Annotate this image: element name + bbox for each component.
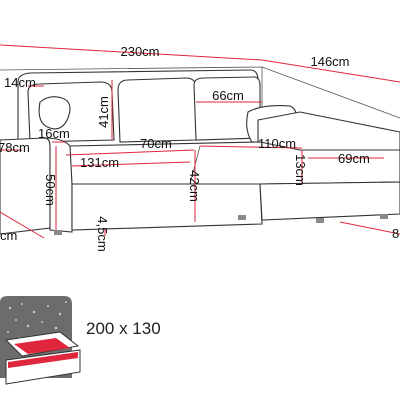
label-depth-bottom-right: 8 (392, 226, 399, 241)
dimension-lines (0, 44, 400, 239)
label-total-width: 230cm (120, 44, 159, 59)
label-depth-left: 78cm (0, 140, 30, 155)
label-seat-height: 42cm (187, 170, 202, 202)
label-seat-depth: 70cm (140, 136, 172, 151)
label-seat-cushion-thickness: 13cm (293, 154, 308, 186)
label-armrest-height: 16cm (38, 126, 70, 141)
label-depth-bottom-left: cm (0, 228, 17, 243)
back-cushion-right (193, 76, 261, 141)
pillow-left (38, 96, 71, 130)
leg (54, 230, 62, 235)
label-seat-width: 131cm (80, 155, 119, 170)
bed-size-label: 200 x 130 (86, 319, 161, 338)
label-armrest-width: 14cm (4, 75, 36, 90)
leg (238, 215, 246, 220)
dimension-labels: 230cm 146cm 14cm 41cm 66cm 16cm 78cm 70c… (0, 44, 399, 252)
sofa-outline (0, 66, 400, 235)
label-pillow-width: 66cm (212, 88, 244, 103)
sofa-bed-icon (0, 296, 81, 385)
back-cushion-middle (117, 77, 197, 143)
label-back-cushion-height: 41cm (96, 96, 111, 128)
leg (380, 214, 388, 219)
label-leg-height: 4,5cm (95, 216, 110, 251)
label-chaise-depth: 110cm (258, 136, 296, 151)
chaise-front (259, 181, 400, 221)
leg (316, 218, 324, 223)
label-total-height: 50cm (43, 174, 58, 206)
label-chaise-seat-length: 69cm (338, 151, 370, 166)
seat-front (71, 183, 263, 231)
label-chaise-length: 146cm (310, 54, 349, 69)
